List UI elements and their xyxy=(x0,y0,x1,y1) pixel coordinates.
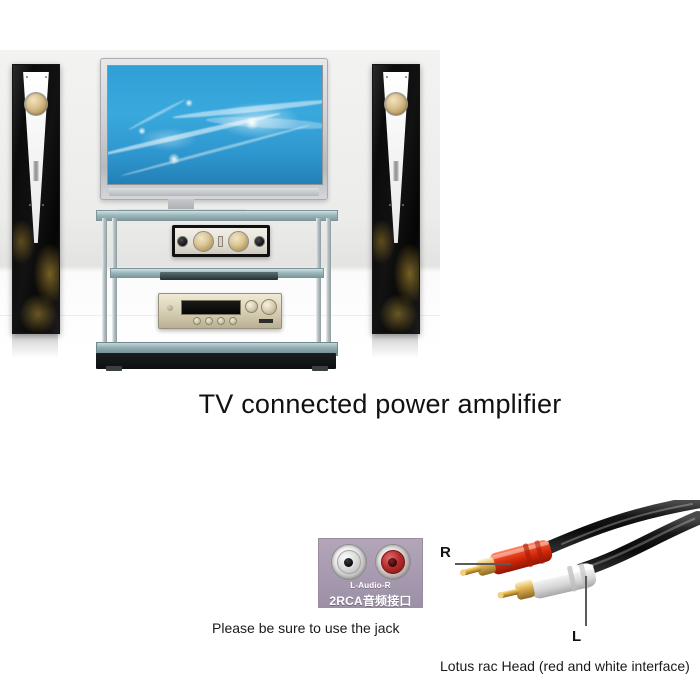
jack-panel-label-2rca: 2RCA音频接口 xyxy=(329,594,412,608)
rca-cable-graphic xyxy=(459,500,700,600)
woofer-icon xyxy=(228,230,250,252)
stand-post xyxy=(326,218,331,344)
amp-knob xyxy=(245,300,258,313)
speaker-reflection xyxy=(12,332,58,358)
speaker-slot-port xyxy=(33,161,39,182)
tower-speaker-left xyxy=(12,64,60,334)
amp-button xyxy=(193,317,201,325)
jack-hole xyxy=(344,557,353,567)
jack-ring xyxy=(336,550,361,574)
speaker-screw xyxy=(28,204,31,207)
speaker-screw xyxy=(401,204,404,207)
tv-speaker-bar xyxy=(109,188,319,196)
stand-foot xyxy=(312,366,328,371)
speaker-reflection xyxy=(372,332,418,358)
amp-logo-icon xyxy=(167,305,173,311)
rca-jack-panel: L-Audio-R 2RCA音频接口 xyxy=(318,538,423,608)
tv-screen xyxy=(107,65,323,185)
speaker-screw xyxy=(45,75,48,78)
callout-leader-left xyxy=(585,576,587,626)
jack-ring xyxy=(380,550,405,574)
tweeter-icon xyxy=(177,235,189,247)
jack-panel-label-audio: L-Audio-R xyxy=(350,581,391,590)
callout-label-right: R xyxy=(440,544,451,561)
center-channel-speaker xyxy=(172,225,270,257)
callout-leader-right xyxy=(455,563,511,565)
power-amplifier xyxy=(158,293,282,329)
jack-hole xyxy=(388,557,397,567)
rca-jack-right-red[interactable] xyxy=(374,544,411,580)
screen-glow-dot xyxy=(244,115,259,130)
rca-jack-row xyxy=(319,544,422,580)
page-title: TV connected power amplifier xyxy=(198,389,562,419)
television xyxy=(100,58,328,200)
amplifier-riser xyxy=(160,272,278,280)
stand-foot xyxy=(106,366,122,371)
stand-post xyxy=(316,218,321,344)
amp-button xyxy=(217,317,225,325)
screen-glow-dot xyxy=(167,153,180,166)
screen-light-streak xyxy=(119,123,311,178)
home-theater-photo xyxy=(0,50,440,371)
stand-plinth xyxy=(96,353,336,369)
speaker-screw xyxy=(25,75,28,78)
speaker-indicator xyxy=(218,235,224,247)
speaker-screw xyxy=(405,75,408,78)
tv-stand-neck xyxy=(168,199,194,211)
speaker-screw xyxy=(41,204,44,207)
jack-usage-note: Please be sure to use the jack xyxy=(212,620,400,636)
speaker-screw xyxy=(385,75,388,78)
amp-display xyxy=(181,300,241,315)
amp-button xyxy=(229,317,237,325)
amp-button xyxy=(205,317,213,325)
woofer-icon xyxy=(192,230,214,252)
speaker-driver-icon xyxy=(384,91,408,116)
tower-speaker-right xyxy=(372,64,420,334)
stand-post xyxy=(112,218,117,344)
rca-jack-left-white[interactable] xyxy=(330,544,367,580)
speaker-screw xyxy=(388,204,391,207)
amp-volume-knob xyxy=(261,299,277,315)
screen-glow-dot xyxy=(137,127,146,136)
screen-glow-dot xyxy=(185,99,194,108)
speaker-cabinet xyxy=(372,64,420,334)
speaker-cabinet xyxy=(12,64,60,334)
callout-label-left: L xyxy=(572,628,582,645)
speaker-slot-port xyxy=(393,161,399,182)
tweeter-icon xyxy=(253,235,265,247)
stand-shelf-top xyxy=(96,210,338,221)
cable-caption: Lotus rac Head (red and white interface) xyxy=(440,658,690,674)
amp-badge xyxy=(259,319,273,323)
rca-cable-assembly xyxy=(430,500,700,660)
stand-post xyxy=(102,218,107,344)
speaker-driver-icon xyxy=(24,91,48,116)
